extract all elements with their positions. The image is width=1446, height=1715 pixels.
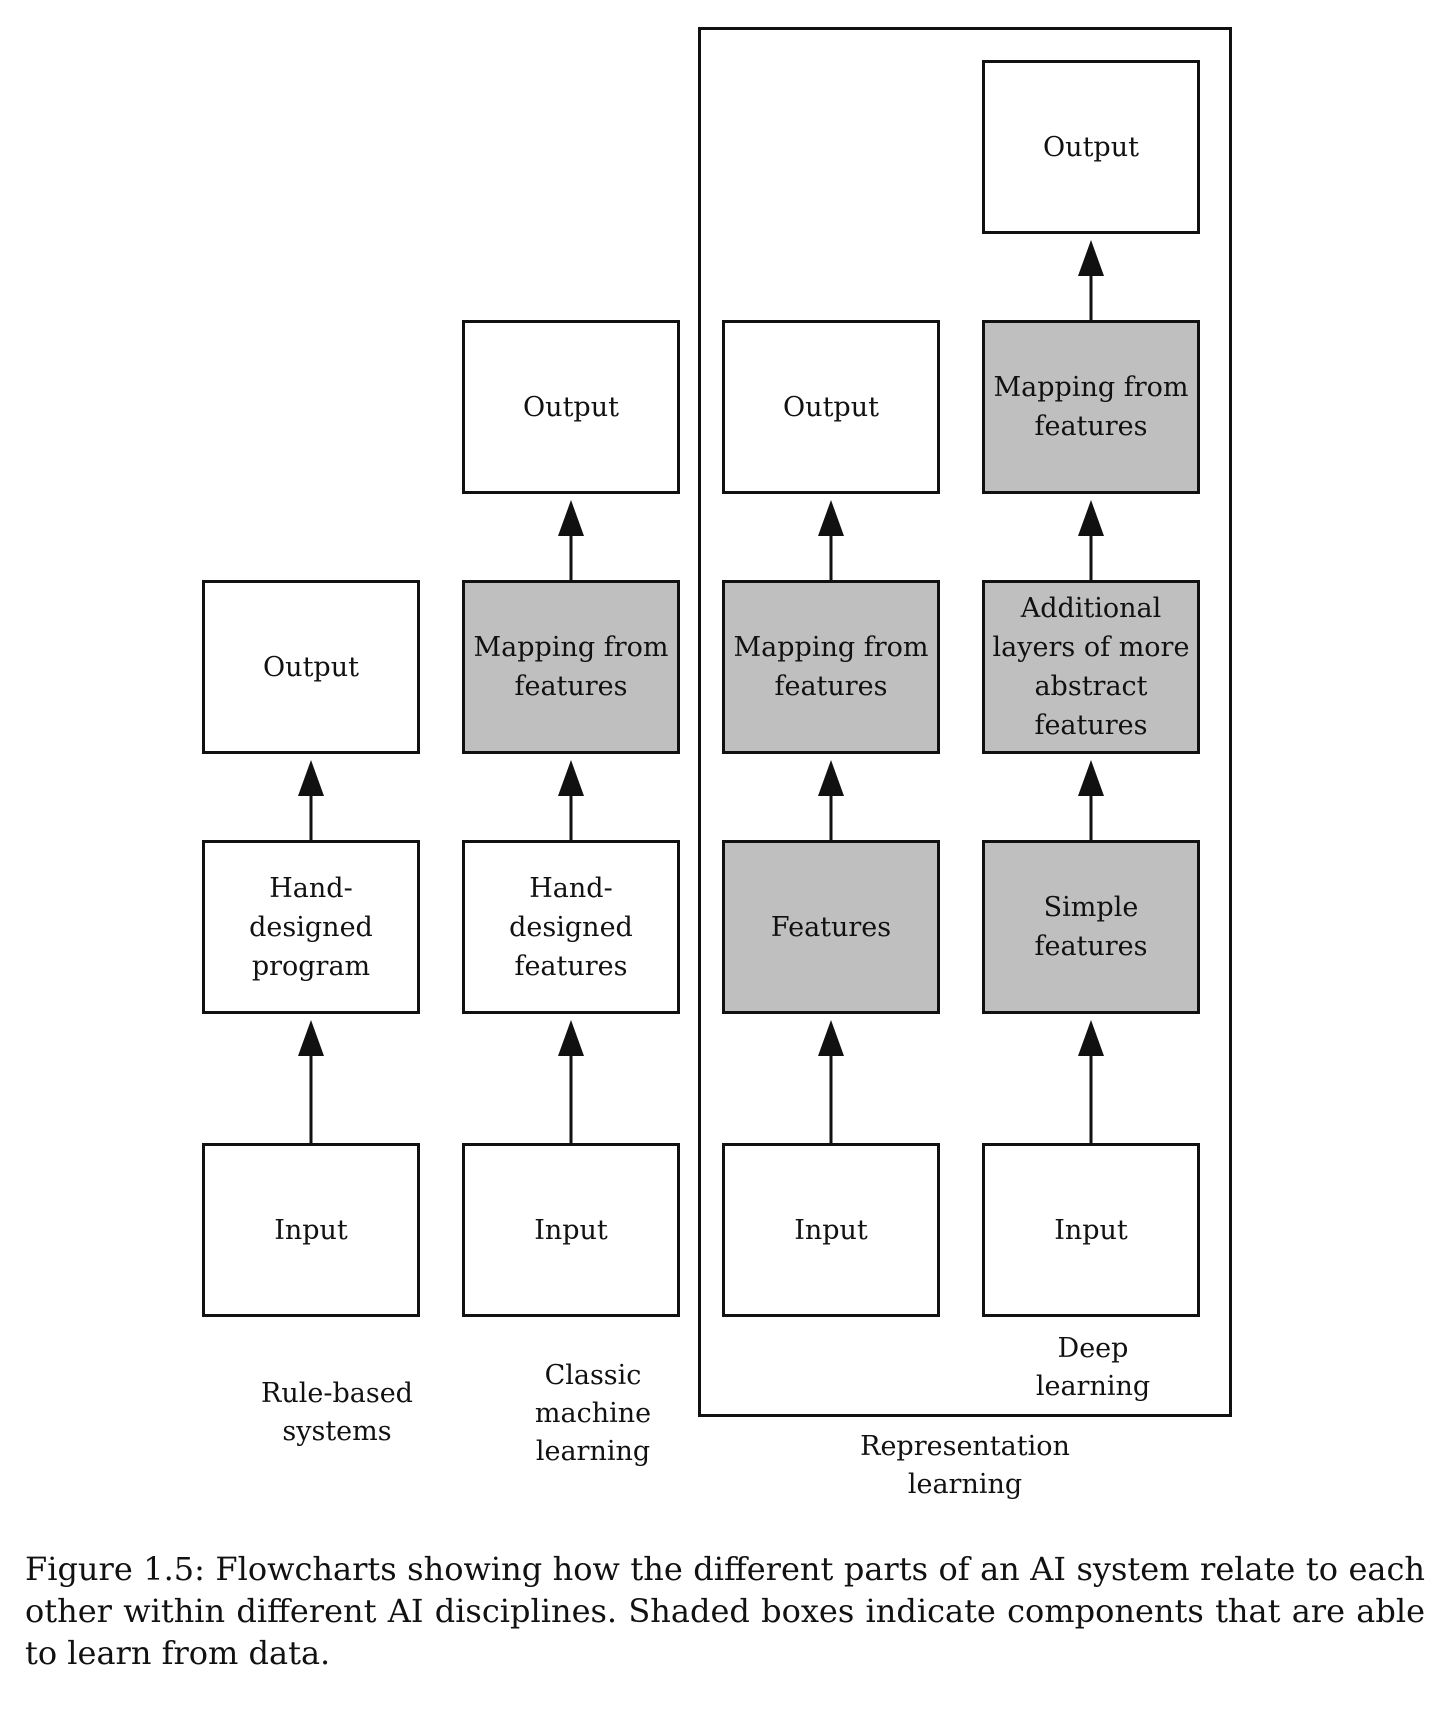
arrow-head bbox=[558, 760, 584, 796]
flow-box-text: Output bbox=[263, 651, 359, 683]
flow-box-input: Input bbox=[722, 1143, 940, 1317]
flow-box-output: Output bbox=[722, 320, 940, 494]
arrow-head bbox=[298, 1020, 324, 1056]
flow-box-text: Input bbox=[274, 1214, 348, 1246]
flow-box-input: Input bbox=[982, 1143, 1200, 1317]
discipline-label: Classic machine learning bbox=[534, 1360, 652, 1467]
flow-box-simple-features: Simple features bbox=[982, 840, 1200, 1014]
arrow-head bbox=[298, 760, 324, 796]
flow-box-text: Hand- designed program bbox=[249, 872, 373, 982]
flow-box-text: Mapping from features bbox=[733, 632, 929, 702]
flow-box-text: Simple features bbox=[1034, 892, 1148, 962]
flow-box-text: Output bbox=[1043, 131, 1139, 163]
flow-box-text: Input bbox=[1054, 1214, 1128, 1246]
flow-box-text: Additional layers of more abstract featu… bbox=[992, 593, 1190, 741]
flow-box-input: Input bbox=[462, 1143, 680, 1317]
ai-disciplines-flowchart: Representation learning Input Hand- desig… bbox=[202, 27, 1232, 1500]
flow-box-text: Output bbox=[783, 391, 879, 423]
representation-learning-frame bbox=[698, 27, 1232, 1417]
discipline-label: Deep learning bbox=[1035, 1333, 1151, 1402]
flow-box-output: Output bbox=[462, 320, 680, 494]
arrow-head bbox=[1078, 500, 1104, 536]
flow-box-text: Features bbox=[770, 911, 892, 943]
arrow-head bbox=[558, 1020, 584, 1056]
flow-box-text: Mapping from features bbox=[993, 372, 1189, 442]
flow-box-text: Input bbox=[794, 1214, 868, 1246]
arrow-layer bbox=[298, 240, 1104, 1143]
flow-box-mapping-from-features: Mapping from features bbox=[462, 580, 680, 754]
arrow-head bbox=[818, 500, 844, 536]
flow-box-mapping-from-features: Mapping from features bbox=[722, 580, 940, 754]
flow-box-input: Input bbox=[202, 1143, 420, 1317]
arrow-head bbox=[1078, 240, 1104, 276]
discipline-label: Rule-based systems bbox=[261, 1378, 413, 1447]
flow-box-features: Features bbox=[722, 840, 940, 1014]
arrow-head bbox=[818, 760, 844, 796]
arrow-head bbox=[558, 500, 584, 536]
flow-box-text: Mapping from features bbox=[473, 632, 669, 702]
representation-learning-label: Representation learning bbox=[860, 1431, 1070, 1500]
flow-box-text: Hand- designed features bbox=[509, 872, 633, 982]
figure-caption: Figure 1.5: Flowcharts showing how the d… bbox=[25, 1550, 1425, 1672]
flow-box-mapping-from-features: Mapping from features bbox=[982, 320, 1200, 494]
arrow-head bbox=[1078, 1020, 1104, 1056]
flow-box-output: Output bbox=[982, 60, 1200, 234]
arrow-head bbox=[818, 1020, 844, 1056]
arrow-head bbox=[1078, 760, 1104, 796]
flow-box-text: Output bbox=[523, 391, 619, 423]
flow-box-hand-designed-program: Hand- designed program bbox=[202, 840, 420, 1014]
flow-box-additional-layers-of-more-abstract-features: Additional layers of more abstract featu… bbox=[982, 580, 1200, 754]
flow-box-text: Input bbox=[534, 1214, 608, 1246]
flow-box-output: Output bbox=[202, 580, 420, 754]
flow-box-hand-designed-features: Hand- designed features bbox=[462, 840, 680, 1014]
